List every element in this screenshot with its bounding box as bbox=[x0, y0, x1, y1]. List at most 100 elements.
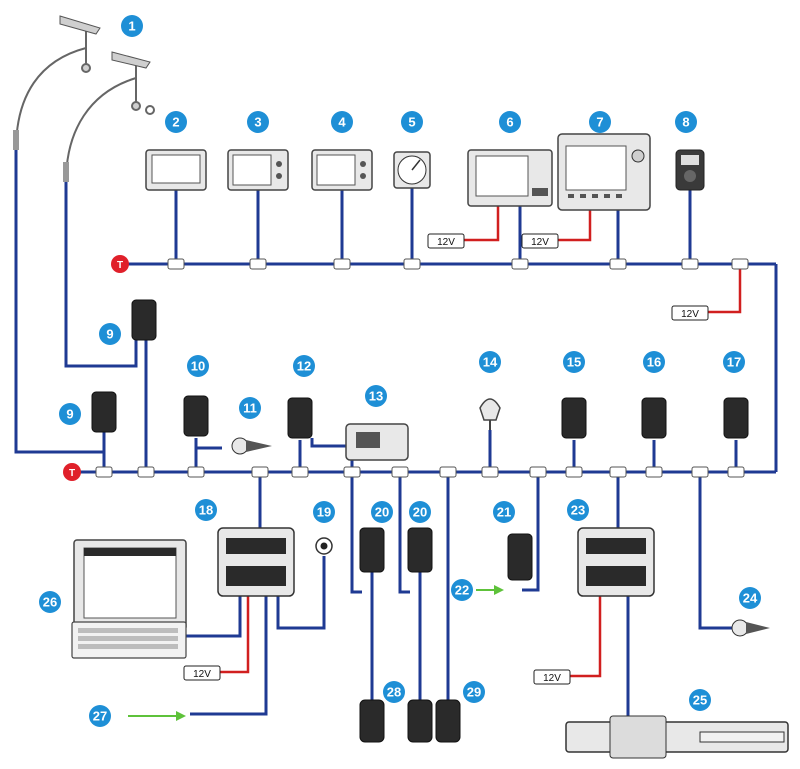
analog-gauge-icon bbox=[393, 151, 431, 189]
sensor-icon bbox=[315, 537, 333, 555]
callout-badge-24: 24 bbox=[739, 587, 761, 609]
autopilot-computer-icon bbox=[217, 527, 295, 597]
display-icon bbox=[145, 149, 207, 191]
svg-text:12V: 12V bbox=[437, 237, 455, 248]
callout-number: 23 bbox=[571, 503, 585, 518]
callout-badge-12: 12 bbox=[293, 355, 315, 377]
callout-badge-5: 5 bbox=[401, 111, 423, 133]
callout-number: 24 bbox=[743, 591, 758, 606]
callout-number: 3 bbox=[254, 115, 261, 130]
callout-badge-8: 8 bbox=[675, 111, 697, 133]
power-block: 12V bbox=[183, 665, 221, 681]
wind-vane-icon bbox=[13, 15, 155, 183]
callout-badge-19: 19 bbox=[313, 501, 335, 523]
input-arrow-icon bbox=[128, 585, 504, 721]
callout-badge-9: 9 bbox=[99, 323, 121, 345]
callout-number: 17 bbox=[727, 355, 741, 370]
terminator-top: T bbox=[111, 255, 129, 273]
callout-badge-20: 20 bbox=[409, 501, 431, 523]
multifunction-display-icon bbox=[467, 149, 553, 207]
callout-number: 19 bbox=[317, 505, 331, 520]
wind-interface-module-icon bbox=[91, 299, 157, 433]
callout-number: 16 bbox=[647, 355, 661, 370]
callout-number: 7 bbox=[596, 115, 603, 130]
callout-badge-6: 6 bbox=[499, 111, 521, 133]
callout-badge-18: 18 bbox=[195, 499, 217, 521]
callout-number: 20 bbox=[413, 505, 427, 520]
callout-badge-17: 17 bbox=[723, 351, 745, 373]
chartplotter-icon bbox=[227, 149, 289, 191]
power-wires bbox=[220, 206, 742, 678]
transducer-interface-icon bbox=[359, 527, 433, 573]
throttle-lever-icon bbox=[194, 437, 272, 455]
callout-badge-13: 13 bbox=[365, 385, 387, 407]
callout-badge-10: 10 bbox=[187, 355, 209, 377]
callout-badge-29: 29 bbox=[463, 681, 485, 703]
callout-number: 15 bbox=[567, 355, 581, 370]
callout-badge-7: 7 bbox=[589, 111, 611, 133]
callout-number: 21 bbox=[497, 505, 511, 520]
callout-number: 27 bbox=[93, 709, 107, 724]
pc-workstation-icon bbox=[71, 539, 187, 659]
power-block: 12V bbox=[671, 305, 709, 321]
callout-badge-21: 21 bbox=[493, 501, 515, 523]
svg-text:12V: 12V bbox=[681, 309, 699, 320]
callout-badge-14: 14 bbox=[479, 351, 501, 373]
svg-text:12V: 12V bbox=[531, 237, 549, 248]
callout-badge-27: 27 bbox=[89, 705, 111, 727]
callout-number: 28 bbox=[387, 685, 401, 700]
callout-badge-26: 26 bbox=[39, 591, 61, 613]
gps-antenna-icon bbox=[479, 398, 501, 430]
callout-badge-11: 11 bbox=[239, 397, 261, 419]
svg-text:T: T bbox=[117, 260, 123, 271]
callout-badge-9: 9 bbox=[59, 403, 81, 425]
chartplotter-icon bbox=[311, 149, 373, 191]
callout-number: 4 bbox=[338, 115, 346, 130]
callout-number: 13 bbox=[369, 389, 383, 404]
callout-badge-16: 16 bbox=[643, 351, 665, 373]
callout-badge-4: 4 bbox=[331, 111, 353, 133]
t-connectors-bottom bbox=[95, 466, 745, 478]
callout-number: 14 bbox=[483, 355, 498, 370]
callout-number: 1 bbox=[128, 19, 135, 34]
callout-number: 9 bbox=[106, 327, 113, 342]
callout-badge-22: 22 bbox=[451, 579, 473, 601]
callout-number: 10 bbox=[191, 359, 205, 374]
callout-badge-3: 3 bbox=[247, 111, 269, 133]
svg-text:T: T bbox=[69, 468, 75, 479]
callout-badge-1: 1 bbox=[121, 15, 143, 37]
multifunction-display-icon bbox=[557, 133, 651, 211]
power-block: 12V bbox=[533, 669, 571, 685]
callout-number: 12 bbox=[297, 359, 311, 374]
callout-number: 8 bbox=[682, 115, 689, 130]
interface-module-icon bbox=[183, 395, 749, 581]
callout-number: 26 bbox=[43, 595, 57, 610]
t-connectors-top bbox=[167, 258, 749, 270]
callout-number: 18 bbox=[199, 503, 213, 518]
callout-number: 5 bbox=[408, 115, 415, 130]
callout-number: 6 bbox=[506, 115, 513, 130]
power-block: 12V bbox=[521, 233, 559, 249]
callout-badge-28: 28 bbox=[383, 681, 405, 703]
callout-badge-23: 23 bbox=[567, 499, 589, 521]
throttle-lever-icon bbox=[731, 619, 770, 637]
power-block: 12V bbox=[427, 233, 465, 249]
svg-text:12V: 12V bbox=[193, 669, 211, 680]
callout-badge-2: 2 bbox=[165, 111, 187, 133]
autopilot-computer-icon bbox=[577, 527, 655, 597]
callout-number: 11 bbox=[243, 401, 257, 416]
callout-badge-20: 20 bbox=[371, 501, 393, 523]
terminator-bottom: T bbox=[63, 463, 81, 481]
engine-unit-icon bbox=[310, 423, 409, 461]
callout-number: 22 bbox=[455, 583, 469, 598]
callout-badge-15: 15 bbox=[563, 351, 585, 373]
callout-number: 2 bbox=[172, 115, 179, 130]
transducer-icon bbox=[359, 699, 461, 743]
callout-number: 29 bbox=[467, 685, 481, 700]
hydraulic-drive-icon bbox=[565, 715, 789, 759]
callout-badge-25: 25 bbox=[689, 689, 711, 711]
svg-text:12V: 12V bbox=[543, 673, 561, 684]
callout-number: 25 bbox=[693, 693, 707, 708]
